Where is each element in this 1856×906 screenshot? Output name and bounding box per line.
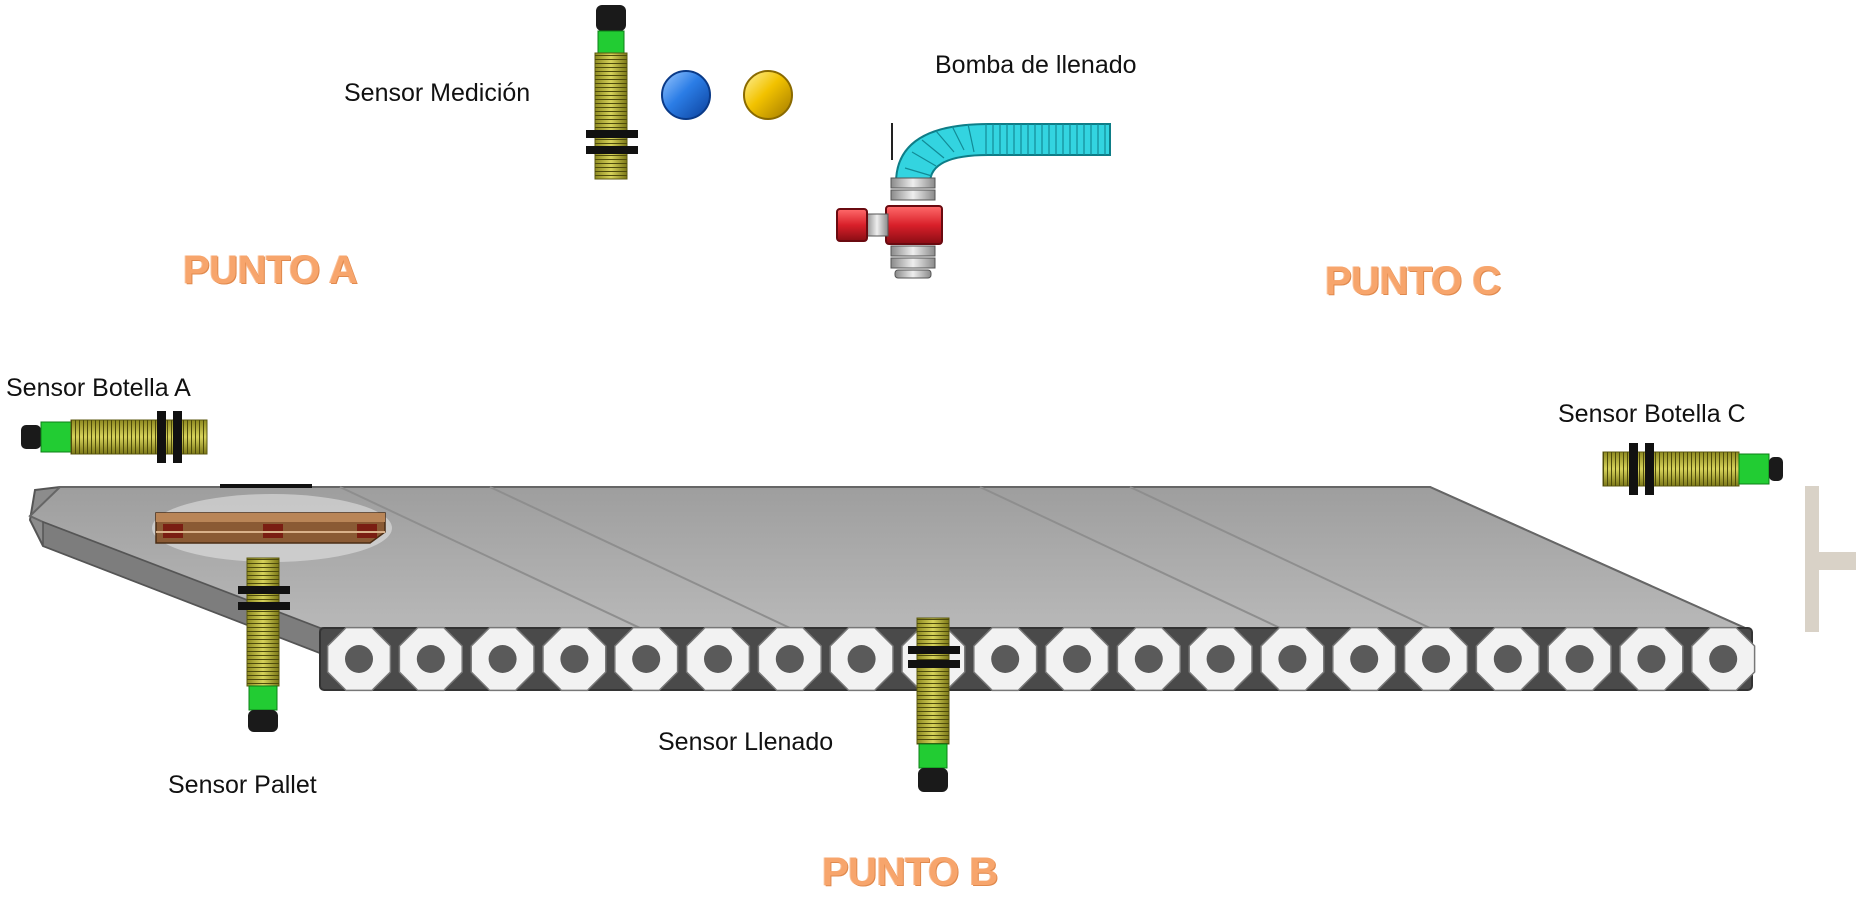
blue-indicator-light <box>661 70 711 120</box>
roller-hub <box>488 645 517 673</box>
punto-c-label: PUNTO C <box>1325 259 1501 303</box>
sensor-botella-c-label: Sensor Botella C <box>1558 400 1746 428</box>
roller-hub <box>345 645 373 673</box>
roller-hub <box>1565 645 1594 673</box>
roller-hub <box>1709 645 1738 673</box>
roller-hub <box>1637 645 1666 673</box>
sensor-pallet-icon <box>238 557 290 732</box>
sensor-botella-c-icon <box>1602 443 1783 495</box>
pallet-icon <box>152 484 392 562</box>
punto-a-label: PUNTO A <box>183 248 358 292</box>
sensor-medicion-label: Sensor Medición <box>344 79 531 107</box>
roller-hub <box>847 645 876 673</box>
yellow-indicator-light <box>743 70 793 120</box>
sensor-pallet-label: Sensor Pallet <box>168 771 317 799</box>
sensor-botella-a-label: Sensor Botella A <box>6 374 191 402</box>
roller-hub <box>775 645 804 673</box>
edge-structure <box>1805 486 1856 632</box>
roller-hub <box>1422 645 1450 673</box>
roller-hub <box>1134 645 1163 673</box>
roller-hub <box>704 645 732 673</box>
roller-hub <box>560 645 589 673</box>
roller-hub <box>1350 645 1379 673</box>
roller-hub <box>1278 645 1307 673</box>
roller-hub <box>991 645 1020 673</box>
punto-b-label: PUNTO B <box>822 850 998 894</box>
roller-hub <box>1493 645 1522 673</box>
filling-pump-icon <box>836 123 1111 279</box>
roller-hub <box>1206 645 1235 673</box>
roller-hub <box>632 645 661 673</box>
sensor-llenado-icon <box>908 617 960 792</box>
sensor-botella-a-icon <box>21 411 208 463</box>
bomba-label: Bomba de llenado <box>935 51 1137 79</box>
roller-hub <box>416 645 445 673</box>
sensor-llenado-label: Sensor Llenado <box>658 728 834 756</box>
sensor-medicion-icon <box>586 5 638 180</box>
roller-hub <box>1063 645 1091 673</box>
